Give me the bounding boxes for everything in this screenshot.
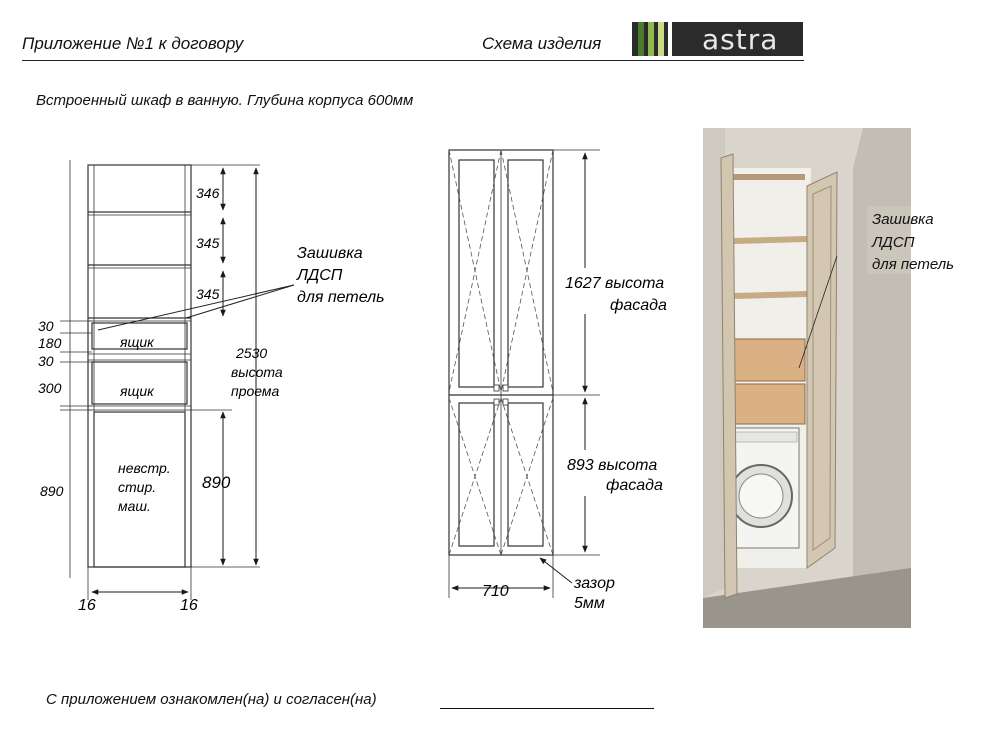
lower-right-door-panel — [507, 402, 544, 547]
logo-bar-4 — [668, 22, 672, 56]
floor — [703, 568, 911, 628]
washer-label-1: невстр. — [118, 460, 171, 476]
logo-bar-3 — [658, 22, 664, 56]
shelf-2-render — [733, 291, 807, 299]
lower-dim-label-bg — [562, 450, 680, 496]
dim-30-bottom: 30 — [38, 353, 54, 369]
left-wall — [703, 128, 725, 598]
washer-label-3: маш. — [118, 498, 151, 514]
shelf-height-2: 345 — [196, 235, 220, 251]
drawing-subtitle: Встроенный шкаф в ванную. Глубина корпус… — [36, 92, 414, 109]
opening-dim-1: 2530 — [235, 345, 267, 361]
washer-space — [93, 411, 186, 568]
drawer-label-1: ящик — [119, 334, 155, 350]
door-hinges — [493, 384, 509, 406]
facade-front-view — [448, 149, 554, 556]
photo-callout-line-1: Зашивка — [872, 211, 934, 228]
cabinet-render-image — [703, 128, 911, 628]
hinge-panel-leaders — [97, 284, 295, 331]
dim-180: 180 — [38, 335, 62, 351]
photo-callout-line-2: ЛДСП — [872, 234, 915, 251]
logo-bar-2 — [648, 22, 654, 56]
lower-facade-dim-1: 893 высота — [567, 457, 657, 474]
dim-890-washer: 890 — [202, 473, 231, 492]
shelf-height-3: 345 — [196, 286, 220, 302]
side-thickness-right: 16 — [180, 597, 198, 614]
lower-left-door-panel — [458, 402, 495, 547]
dim-890-left: 890 — [40, 483, 64, 499]
drawer-label-2: ящик — [119, 383, 155, 399]
facade-width-dim: 710 — [482, 583, 509, 600]
drawer-1 — [91, 322, 188, 350]
photo-callout-line-3: для петель — [872, 256, 955, 273]
left-extension-lines — [60, 160, 260, 600]
cabinet-section-view — [87, 164, 192, 568]
lower-facade-dim-2: фасада — [606, 477, 663, 494]
right-wall — [853, 128, 911, 628]
drawer-1-render — [732, 338, 806, 382]
opening-dim-3: проема — [231, 383, 280, 399]
callout-line-2: ЛДСП — [296, 267, 343, 284]
washer-label-2: стир. — [118, 479, 156, 495]
shelf-height-1: 346 — [196, 185, 220, 201]
upper-dim-label-bg — [562, 268, 684, 314]
upper-facade-dim-2: фасада — [610, 297, 667, 314]
drawer-2 — [91, 361, 188, 405]
dim-300: 300 — [38, 380, 62, 396]
upper-left-door-panel — [458, 159, 495, 388]
header-rule — [22, 60, 804, 61]
callout-line-3: для петель — [297, 289, 385, 306]
gap-label-2: 5мм — [574, 595, 605, 612]
upper-right-door-panel — [507, 159, 544, 388]
shelf-1-render — [733, 236, 807, 244]
left-door-open — [720, 153, 738, 599]
signature-line[interactable] — [440, 708, 654, 709]
logo-bar-1 — [638, 22, 644, 56]
opening-dim-2: высота — [231, 364, 283, 380]
upper-facade-dim-1: 1627 высота — [565, 275, 664, 292]
dim-30-top: 30 — [38, 318, 54, 334]
appendix-title: Приложение №1 к договору — [22, 34, 244, 53]
top-panel — [733, 174, 805, 180]
door-opening-marks — [448, 149, 554, 556]
callout-line-1: Зашивка — [297, 245, 363, 262]
drawer-2-render — [732, 383, 806, 425]
facade-extension-lines — [448, 149, 600, 598]
logo-wordmark: astra — [702, 23, 779, 56]
agreement-text: С приложением ознакомлен(на) и согласен(… — [46, 691, 377, 708]
gap-label-1: зазор — [573, 575, 615, 592]
gap-leader — [539, 557, 573, 584]
astra-logo: astra — [632, 22, 803, 56]
right-door-open — [806, 171, 838, 569]
scheme-title: Схема изделия — [482, 34, 602, 53]
side-thickness-left: 16 — [78, 597, 96, 614]
